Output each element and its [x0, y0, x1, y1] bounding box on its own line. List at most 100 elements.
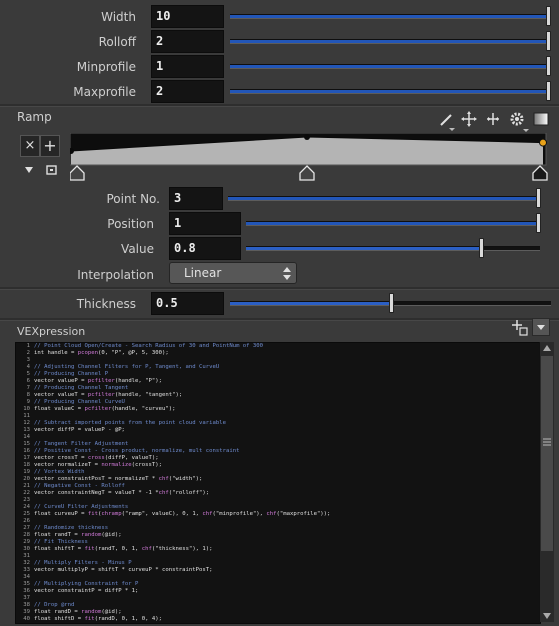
width-slider-handle[interactable]	[546, 6, 551, 26]
code-text: // Multiplying Constraint for P	[34, 581, 139, 587]
code-text: vector valueT = pcfilter(handle, "tangen…	[34, 392, 183, 398]
ramp-control-point[interactable]	[70, 148, 74, 154]
ramp-key-marker[interactable]	[70, 165, 85, 181]
line-number: 8	[26, 392, 30, 398]
code-text: // Vortex Width	[34, 469, 85, 475]
rolloff-field[interactable]: 2	[151, 30, 224, 53]
line-number: 14	[23, 434, 30, 440]
ramp-small-controls	[25, 165, 57, 175]
code-text: // Producing Channel Tangent	[34, 385, 129, 391]
vex-code-editor[interactable]: 1// Point Cloud Open/Create - Search Rad…	[15, 342, 541, 624]
maxprofile-slider-handle[interactable]	[546, 81, 551, 101]
vex-menu-button[interactable]	[532, 318, 550, 336]
code-text: float curveuP = fit(chramp("ramp", value…	[34, 511, 331, 517]
code-text: vector constraintP = diffP * 1;	[34, 588, 139, 594]
code-line: 36 vector constraintP = diffP * 1;	[16, 588, 540, 595]
line-number: 9	[26, 399, 30, 405]
line-number: 38	[23, 602, 30, 608]
move-cross-icon[interactable]	[461, 111, 477, 127]
value-label: Value	[121, 242, 154, 256]
code-text: vector valueP = pcfilter(handle, "P");	[34, 378, 162, 384]
line-number: 17	[23, 455, 30, 461]
ramp-control-point[interactable]	[539, 138, 547, 147]
point-no-slider-track[interactable]	[228, 196, 541, 201]
collapse-triangle-icon[interactable]	[25, 167, 33, 173]
code-line: 21 // Negative Const - Rolloff	[16, 483, 540, 490]
ramp-control-point[interactable]	[304, 134, 310, 140]
code-text: // Tangent Filter Adjustment	[34, 441, 129, 447]
interpolation-dropdown[interactable]: Linear	[169, 262, 297, 284]
code-line: 26	[16, 518, 540, 525]
position-label: Position	[107, 217, 154, 231]
code-line: 37	[16, 595, 540, 602]
line-number: 32	[23, 560, 30, 566]
rolloff-slider-track[interactable]	[230, 39, 550, 44]
value-slider-track[interactable]	[246, 246, 540, 251]
width-field[interactable]: 10	[151, 5, 224, 28]
rolloff-slider-handle[interactable]	[546, 31, 551, 51]
thickness-slider-handle[interactable]	[388, 293, 394, 313]
expand-box-icon[interactable]	[46, 165, 57, 175]
code-line: 34	[16, 574, 540, 581]
maxprofile-field[interactable]: 2	[151, 80, 224, 103]
add-point-button[interactable]: +	[40, 135, 60, 157]
value-slider-fill	[246, 247, 482, 250]
position-slider-handle[interactable]	[536, 213, 541, 233]
point-no-slider-handle[interactable]	[536, 188, 541, 208]
code-text: float valueC = pcfilter(handle, "curveu"…	[34, 406, 176, 412]
scroll-up-icon[interactable]	[542, 344, 552, 352]
code-text: // Randomize thickness	[34, 525, 109, 531]
code-line: 16// Positive Const - Cross product, nor…	[16, 448, 540, 455]
separator	[0, 104, 559, 107]
ramp-graph[interactable]	[70, 133, 548, 183]
code-text: vector crossT = cross(diffP, valueT);	[34, 455, 159, 461]
line-number: 31	[23, 553, 30, 559]
thickness-field[interactable]: 0.5	[151, 292, 224, 315]
code-line: 7// Producing Channel Tangent	[16, 385, 540, 392]
point-no-label: Point No.	[106, 192, 160, 206]
value-field[interactable]: 0.8	[169, 237, 241, 260]
code-text: // Positive Const - Cross product, norma…	[34, 448, 240, 454]
position-slider-track[interactable]	[246, 221, 541, 226]
gear-icon[interactable]	[510, 112, 529, 132]
minprofile-slider-track[interactable]	[230, 64, 550, 69]
minprofile-slider-handle[interactable]	[546, 56, 551, 76]
code-text: float shiftT = fit(randT, 0, 1, chf("thi…	[34, 546, 213, 552]
line-number: 26	[23, 518, 30, 524]
scroll-down-icon[interactable]	[542, 612, 552, 620]
line-number: 21	[23, 483, 30, 489]
code-line: 12// Subtract imported points from the p…	[16, 420, 540, 427]
code-text: // CurveU Filter Adjustments	[34, 504, 129, 510]
code-line: 29// Fit Thickness	[16, 539, 540, 546]
vex-scrollbar[interactable]	[539, 342, 554, 622]
code-text: // Drop @rnd	[34, 602, 75, 608]
frame-cross-icon[interactable]	[487, 113, 499, 125]
width-slider-track[interactable]	[230, 14, 550, 19]
point-no-field[interactable]: 3	[169, 187, 223, 210]
vex-scrollbar-thumb[interactable]	[541, 356, 553, 551]
code-line: 15// Tangent Filter Adjustment	[16, 441, 540, 448]
minprofile-field[interactable]: 1	[151, 55, 224, 78]
value-slider-handle[interactable]	[479, 238, 485, 258]
chevron-down-icon	[537, 325, 545, 330]
code-text: // Producing Channel CurveU	[34, 399, 125, 405]
ramp-key-marker[interactable]	[299, 165, 315, 181]
ramp-toolbar	[440, 111, 549, 132]
maxprofile-slider-track[interactable]	[230, 89, 550, 94]
pen-icon[interactable]	[440, 114, 455, 131]
position-field[interactable]: 1	[169, 212, 241, 235]
line-number: 11	[23, 413, 30, 419]
separator	[0, 318, 559, 321]
ramp-key-marker[interactable]	[532, 165, 548, 181]
line-number: 36	[23, 588, 30, 594]
delete-point-button[interactable]: ×	[20, 135, 40, 157]
add-spare-parm-icon[interactable]	[510, 319, 530, 337]
code-text: // Negative Const - Rolloff	[34, 483, 125, 489]
gradient-icon[interactable]	[533, 112, 549, 126]
